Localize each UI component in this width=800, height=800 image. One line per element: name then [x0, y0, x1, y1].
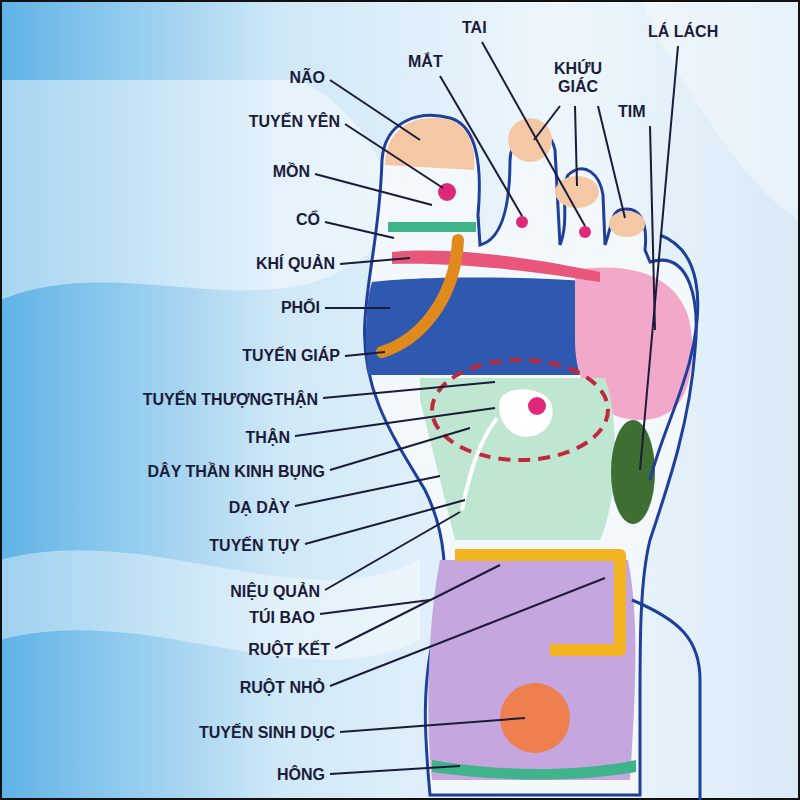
organ-label: TAI — [462, 19, 487, 37]
organ-label: MẮT — [408, 53, 443, 71]
intestine-zone — [428, 560, 635, 780]
ear-dot — [579, 226, 591, 238]
eye-dot — [516, 216, 528, 228]
organ-label: NÃO — [289, 69, 325, 87]
stomach-zone — [420, 378, 615, 540]
swirl — [0, 550, 420, 659]
thyroid-curve — [382, 240, 458, 352]
kidney-dot — [528, 397, 546, 415]
ureter-line — [462, 418, 497, 510]
edge-line — [632, 600, 700, 800]
organ-label: TUYẾN SINH DỤC — [199, 724, 335, 742]
organ-label: THẬN — [246, 429, 290, 447]
organ-label: NIỆU QUẢN — [230, 583, 320, 601]
organ-label: TUYẾN GIÁP — [242, 347, 340, 365]
lung-zone — [366, 278, 600, 376]
spleen-zone — [611, 420, 655, 524]
swirl — [640, 0, 800, 220]
colon-band — [455, 555, 620, 650]
organ-label: TUYẾN YÊN — [249, 113, 340, 131]
trachea-band — [392, 251, 600, 282]
kidney-zone — [499, 389, 553, 436]
swirl — [0, 80, 389, 300]
leader-lines — [295, 42, 678, 774]
organ-label: LÁ LÁCH — [648, 23, 718, 41]
organ-label: RUỘT KẾT — [248, 641, 330, 659]
organ-label: TUYẾN THƯỢNGTHẬN — [143, 391, 318, 409]
organ-label: TÚI BAO — [249, 609, 315, 627]
gonad-zone — [500, 683, 570, 753]
organ-label: TUYẾN TỤY — [209, 537, 300, 555]
organ-label: HÔNG — [277, 766, 325, 784]
toe-zone — [609, 211, 645, 237]
organ-label: PHỔI — [281, 299, 320, 317]
organ-label: DẠ DÀY — [229, 499, 290, 517]
organ-label: TIM — [618, 103, 646, 121]
organ-label: RUỘT NHỎ — [240, 679, 325, 697]
organ-label: KHỨU GIÁC — [538, 60, 618, 97]
neck-band — [388, 222, 476, 232]
adrenal-ring — [432, 360, 608, 460]
foot-outline — [365, 115, 697, 795]
hip-band — [432, 760, 636, 780]
organ-label: KHÍ QUẢN — [256, 255, 335, 273]
organ-label: MỒN — [273, 163, 310, 181]
organ-label: DÂY THẦN KINH BỤNG — [148, 463, 325, 481]
organ-label: CỔ — [296, 211, 320, 229]
